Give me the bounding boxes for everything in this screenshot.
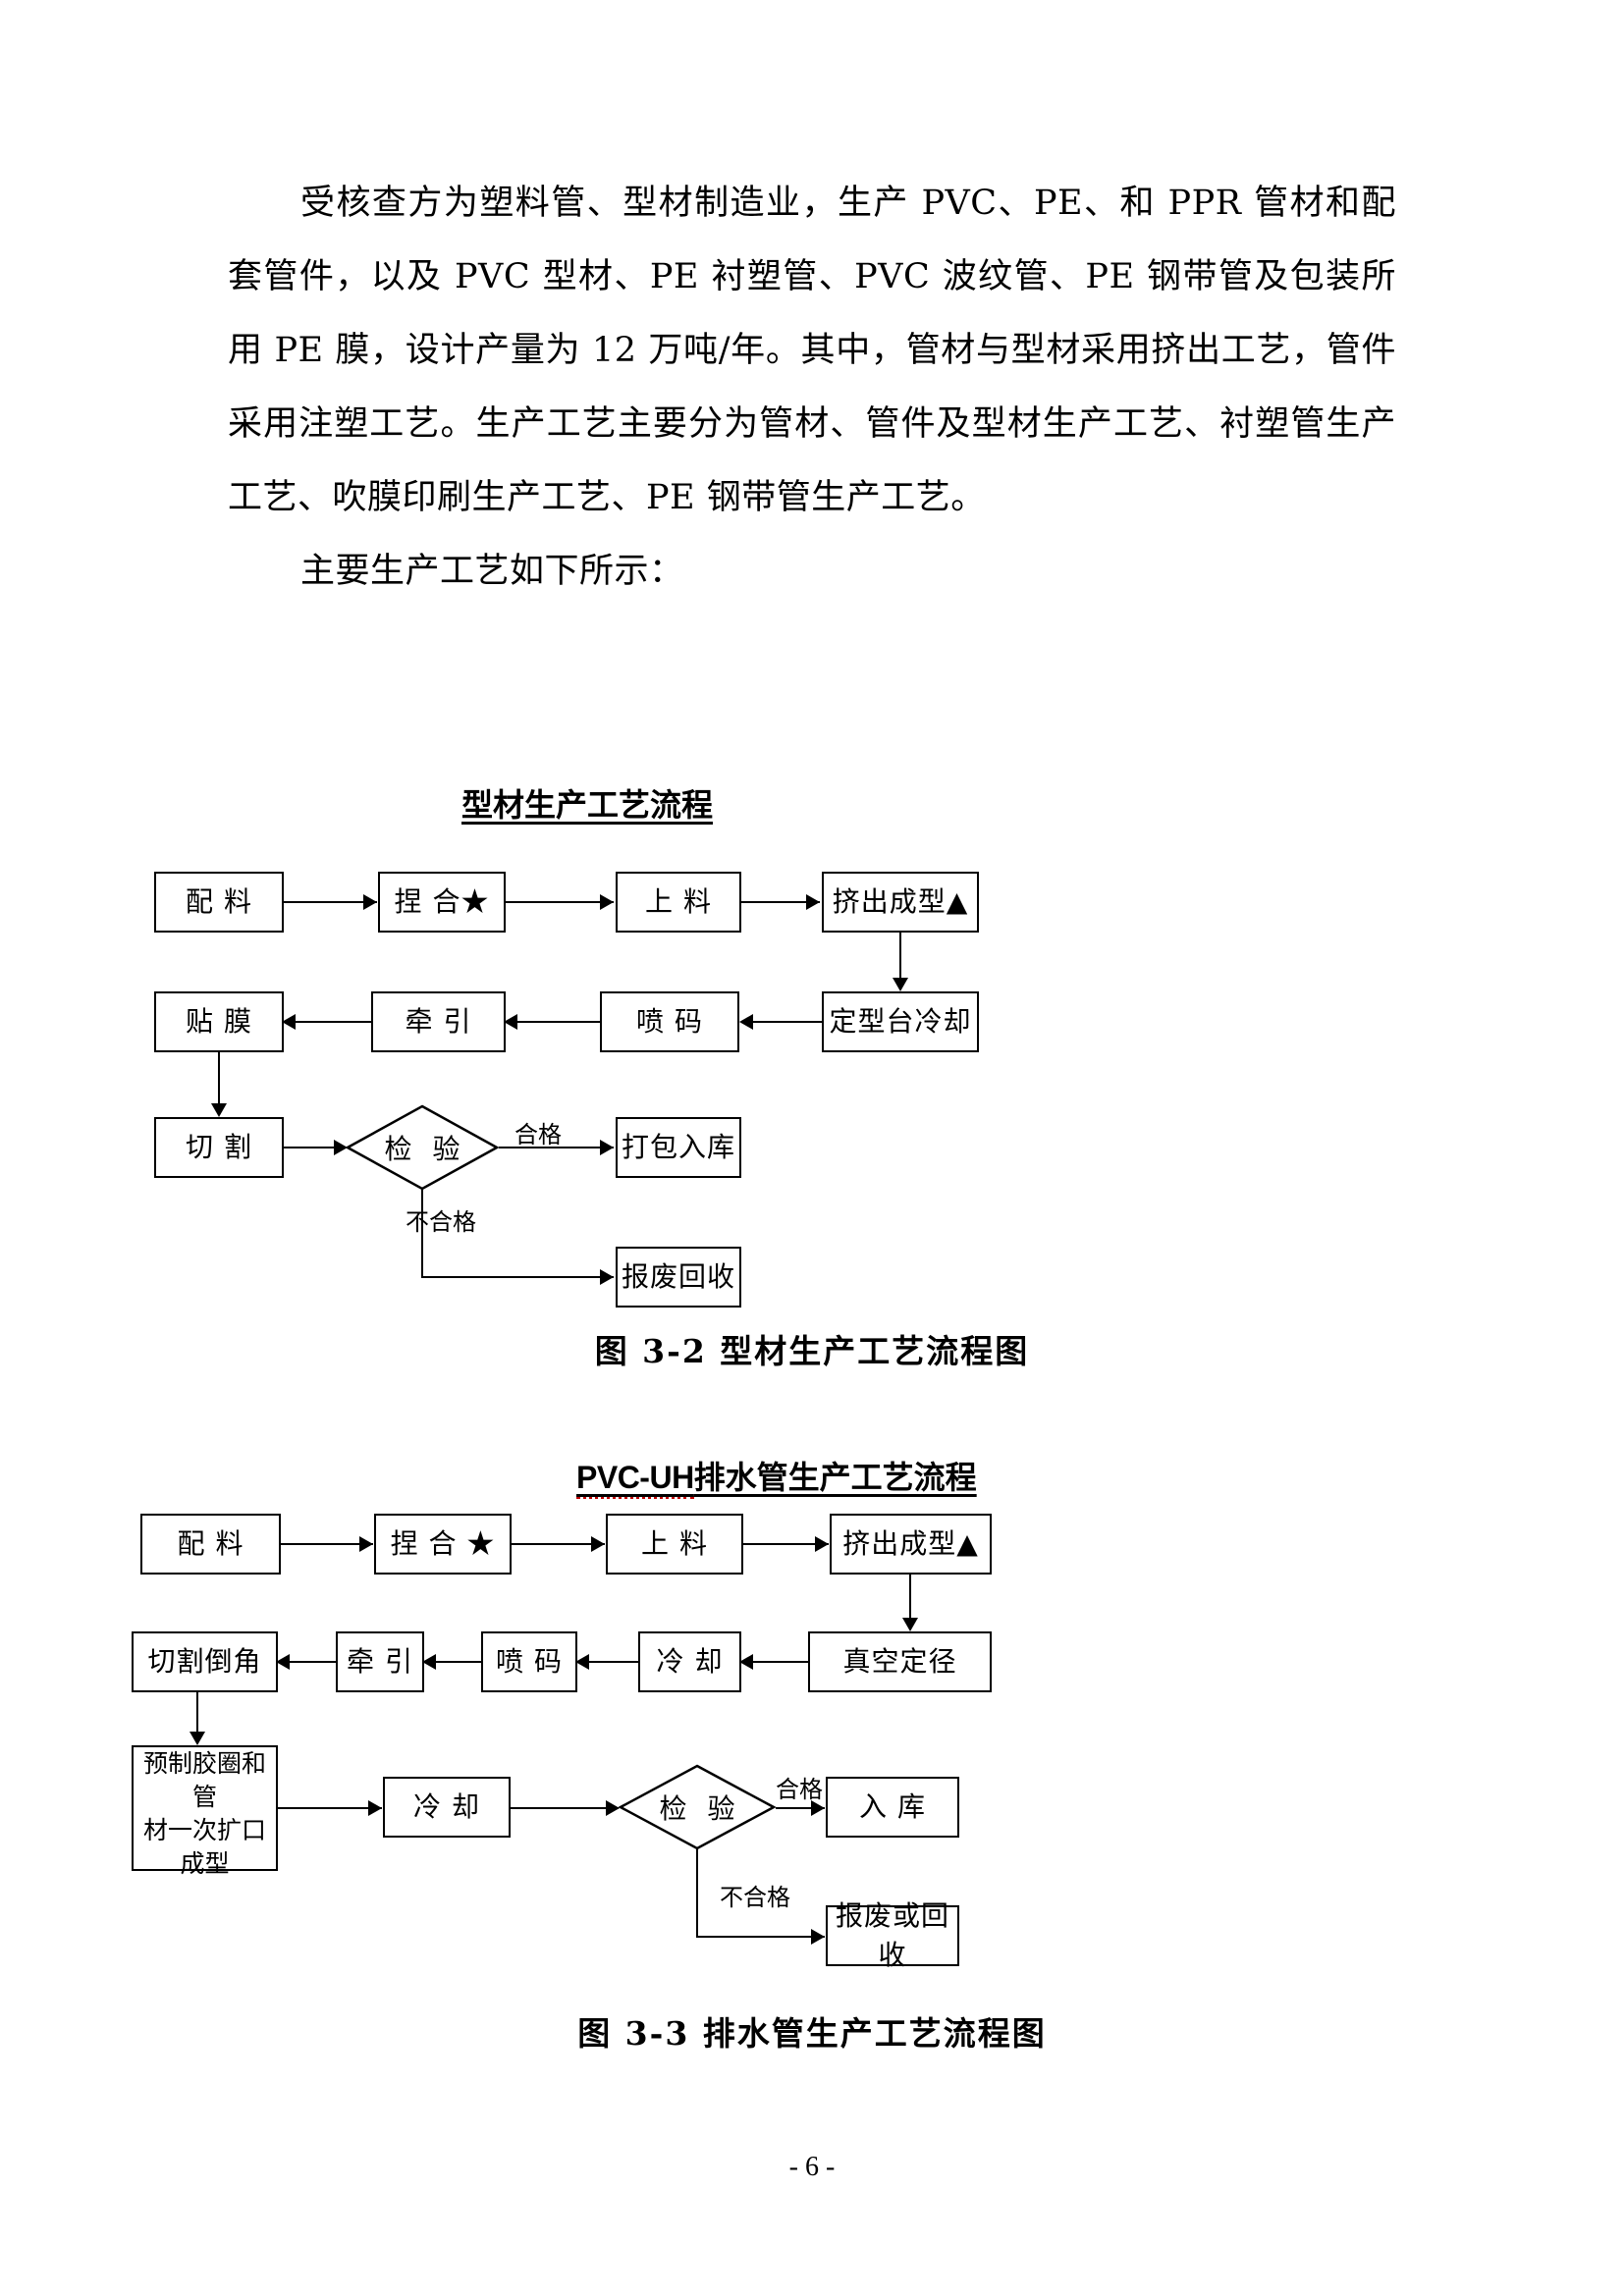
flow2-node-penma: 喷 码	[481, 1631, 577, 1692]
flow2-node-lengque-1: 冷 却	[638, 1631, 741, 1692]
flow1-arrowhead-7	[282, 1014, 296, 1030]
flow2-arrowhead-10	[368, 1800, 382, 1816]
figure-2-title: PVC-UH排水管生产工艺流程	[576, 1453, 977, 1499]
flow2-connector-8	[278, 1661, 336, 1663]
paragraph-1: 受核查方为塑料管、型材制造业，生产 PVC、PE、和 PPR 管材和配套管件，以…	[228, 184, 1396, 517]
flow2-node-jichuchengxing: 挤出成型▲	[830, 1514, 992, 1575]
figure-2-caption: 图 3-3 排水管生产工艺流程图	[577, 2014, 1047, 2053]
figure-1-caption: 图 3-2 型材生产工艺流程图	[594, 1332, 1030, 1370]
flow2-connector-2	[512, 1543, 605, 1545]
flow1-node-peiliao: 配 料	[154, 872, 284, 933]
flow1-node-niehe: 捏 合★	[378, 872, 506, 933]
flow2-node-lengque-2: 冷 却	[383, 1777, 511, 1838]
flow2-arrowhead-1	[359, 1536, 373, 1552]
flow2-connector-5	[741, 1661, 808, 1663]
flow2-node-ruku: 入 库	[826, 1777, 959, 1838]
flow1-node-qiege: 切 割	[154, 1117, 284, 1178]
flow1-connector-5	[741, 1021, 822, 1023]
flow1-node-tiemo: 贴 膜	[154, 991, 284, 1052]
flow2-arrowhead-4	[902, 1618, 918, 1631]
flow2-connector-4	[909, 1575, 911, 1626]
diamond-shape-icon	[619, 1764, 776, 1850]
flow1-arrowhead-1	[363, 894, 377, 910]
flow2-connector-pass	[776, 1807, 825, 1809]
flow2-connector-9	[196, 1692, 198, 1739]
flow2-arrowhead-8	[276, 1654, 290, 1670]
flow2-node-yuzhijiaoquan: 预制胶圈和管 材一次扩口成型	[132, 1745, 278, 1878]
flow2-connector-7	[424, 1661, 481, 1663]
flow2-edge-label-pass: 合格	[776, 1776, 823, 1803]
flow2-node-yuzhijiaoquan-line2: 材一次扩口成型	[142, 1816, 266, 1878]
figure-1-title: 型材生产工艺流程	[461, 786, 714, 824]
flow2-connector-fail-v	[696, 1849, 698, 1938]
flow1-decision-label: 检 验	[384, 1133, 466, 1165]
flow1-connector-fail-v	[421, 1190, 423, 1278]
flow2-node-shangliao: 上 料	[606, 1514, 743, 1575]
flow2-node-qianyin: 牵 引	[336, 1631, 424, 1692]
flow1-node-jianyan-decision: 检 验	[346, 1104, 499, 1191]
flow1-node-penma: 喷 码	[600, 991, 739, 1052]
flow1-node-baofeihuishou: 报废回收	[616, 1247, 741, 1308]
flow2-connector-10	[278, 1807, 382, 1809]
flow2-node-peiliao: 配 料	[140, 1514, 281, 1575]
flow2-node-zhenkongdingjing: 真空定径	[808, 1631, 992, 1692]
flow1-connector-2	[506, 901, 614, 903]
flow2-node-yuzhijiaoquan-line1: 预制胶圈和管	[142, 1749, 266, 1811]
figure-2-title-prefix: PVC-UH	[576, 1460, 694, 1499]
flow1-connector-fail-h	[421, 1276, 614, 1278]
flow2-arrowhead-3	[815, 1536, 829, 1552]
flow2-connector-fail-h	[696, 1936, 825, 1938]
flow1-connector-pass	[499, 1147, 614, 1148]
flow2-arrowhead-2	[591, 1536, 605, 1552]
diamond-shape-icon	[346, 1104, 499, 1191]
flow2-arrowhead-11	[606, 1800, 620, 1816]
flow1-node-qianyin: 牵 引	[371, 991, 506, 1052]
flow2-arrowhead-pass	[811, 1800, 825, 1816]
flow1-edge-label-pass: 合格	[514, 1121, 562, 1148]
flow1-node-dabaoruku: 打包入库	[616, 1117, 741, 1178]
flow1-arrowhead-3	[806, 894, 820, 910]
flow1-node-shangliao: 上 料	[616, 872, 741, 933]
paragraph-2: 主要生产工艺如下所示：	[300, 552, 684, 591]
figure-2-title-rest: 排水管生产工艺流程	[693, 1459, 977, 1496]
flow2-node-qiegedaojiao: 切割倒角	[132, 1631, 278, 1692]
flow1-arrowhead-pass	[600, 1140, 614, 1155]
page-number: - 6 -	[788, 2152, 836, 2182]
flow2-decision-label: 检 验	[659, 1792, 741, 1825]
flow1-arrowhead-2	[600, 894, 614, 910]
flow1-arrowhead-9	[334, 1140, 348, 1155]
flow1-arrowhead-6	[504, 1014, 517, 1030]
flow1-connector-6	[506, 1021, 600, 1023]
flow1-connector-3	[741, 901, 820, 903]
flow1-node-jichuchengxing: 挤出成型▲	[822, 872, 979, 933]
flow1-connector-9	[284, 1147, 345, 1148]
flow2-connector-3	[743, 1543, 829, 1545]
flow2-arrowhead-6	[575, 1654, 589, 1670]
flow2-node-niehe: 捏 合 ★	[374, 1514, 512, 1575]
flow1-connector-4	[899, 933, 901, 987]
flow2-arrowhead-5	[739, 1654, 753, 1670]
flow2-arrowhead-fail	[811, 1929, 825, 1945]
body-text: 受核查方为塑料管、型材制造业，生产 PVC、PE、和 PPR 管材和配套管件，以…	[228, 167, 1396, 609]
flow2-arrowhead-9	[189, 1732, 205, 1745]
flow1-arrowhead-fail	[600, 1269, 614, 1285]
flow1-connector-1	[284, 901, 377, 903]
flow1-arrowhead-4	[893, 978, 908, 991]
flow2-arrowhead-7	[422, 1654, 436, 1670]
flow1-edge-label-fail: 不合格	[406, 1208, 476, 1236]
flow1-node-dingxingtailengque: 定型台冷却	[822, 991, 979, 1052]
flow2-node-jianyan-decision: 检 验	[619, 1764, 776, 1850]
flow1-arrowhead-5	[739, 1014, 753, 1030]
flow2-connector-6	[577, 1661, 638, 1663]
flow2-connector-11	[511, 1807, 619, 1809]
flow2-connector-1	[281, 1543, 373, 1545]
flow1-connector-7	[284, 1021, 371, 1023]
flow1-connector-8	[218, 1052, 220, 1111]
flow2-edge-label-fail: 不合格	[720, 1884, 790, 1911]
flow1-arrowhead-8	[211, 1103, 227, 1117]
flow2-node-baofeihuohuishou: 报废或回收	[826, 1899, 959, 1971]
